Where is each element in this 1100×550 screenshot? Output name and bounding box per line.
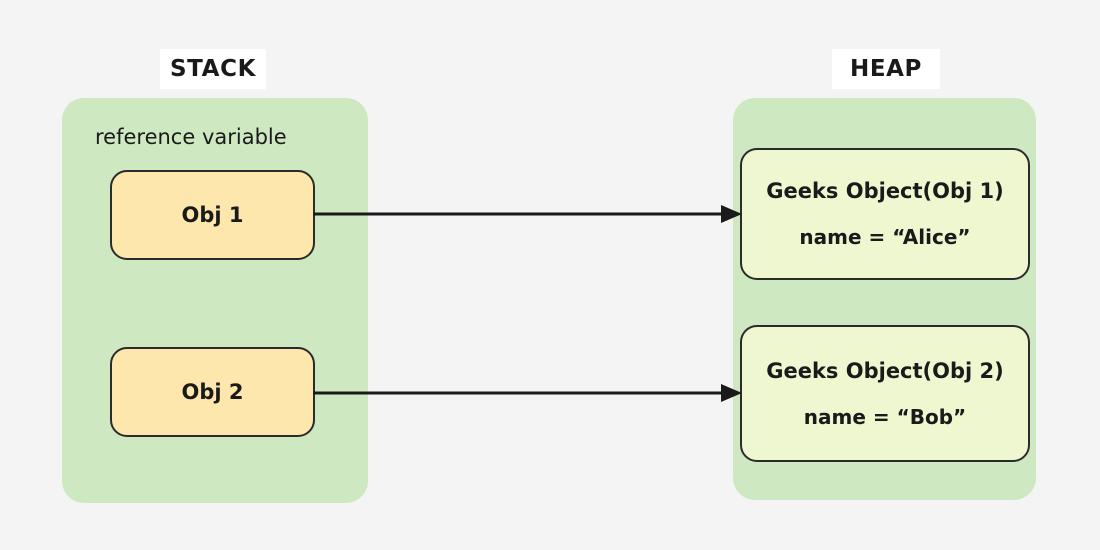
heap-object-field: name = “Bob” xyxy=(803,404,967,429)
heap-object-title: Geeks Object(Obj 1) xyxy=(766,179,1004,203)
stack-reference-box-label: Obj 2 xyxy=(181,380,244,404)
heap-object-box-obj1: Geeks Object(Obj 1) name = “Alice” xyxy=(740,148,1030,280)
stack-reference-box-label: Obj 1 xyxy=(181,203,244,227)
stack-reference-box-obj2: Obj 2 xyxy=(110,347,315,437)
reference-arrow-obj2 xyxy=(313,384,742,402)
stack-reference-box-obj1: Obj 1 xyxy=(110,170,315,260)
stack-region-panel xyxy=(62,98,368,503)
heap-object-title: Geeks Object(Obj 2) xyxy=(766,358,1004,383)
reference-variable-label: reference variable xyxy=(95,125,287,149)
reference-arrow-obj1 xyxy=(313,205,742,223)
stack-title: STACK xyxy=(160,49,266,89)
heap-object-field: name = “Alice” xyxy=(799,225,971,249)
heap-title: HEAP xyxy=(832,49,940,89)
heap-object-box-obj2: Geeks Object(Obj 2) name = “Bob” xyxy=(740,325,1030,462)
